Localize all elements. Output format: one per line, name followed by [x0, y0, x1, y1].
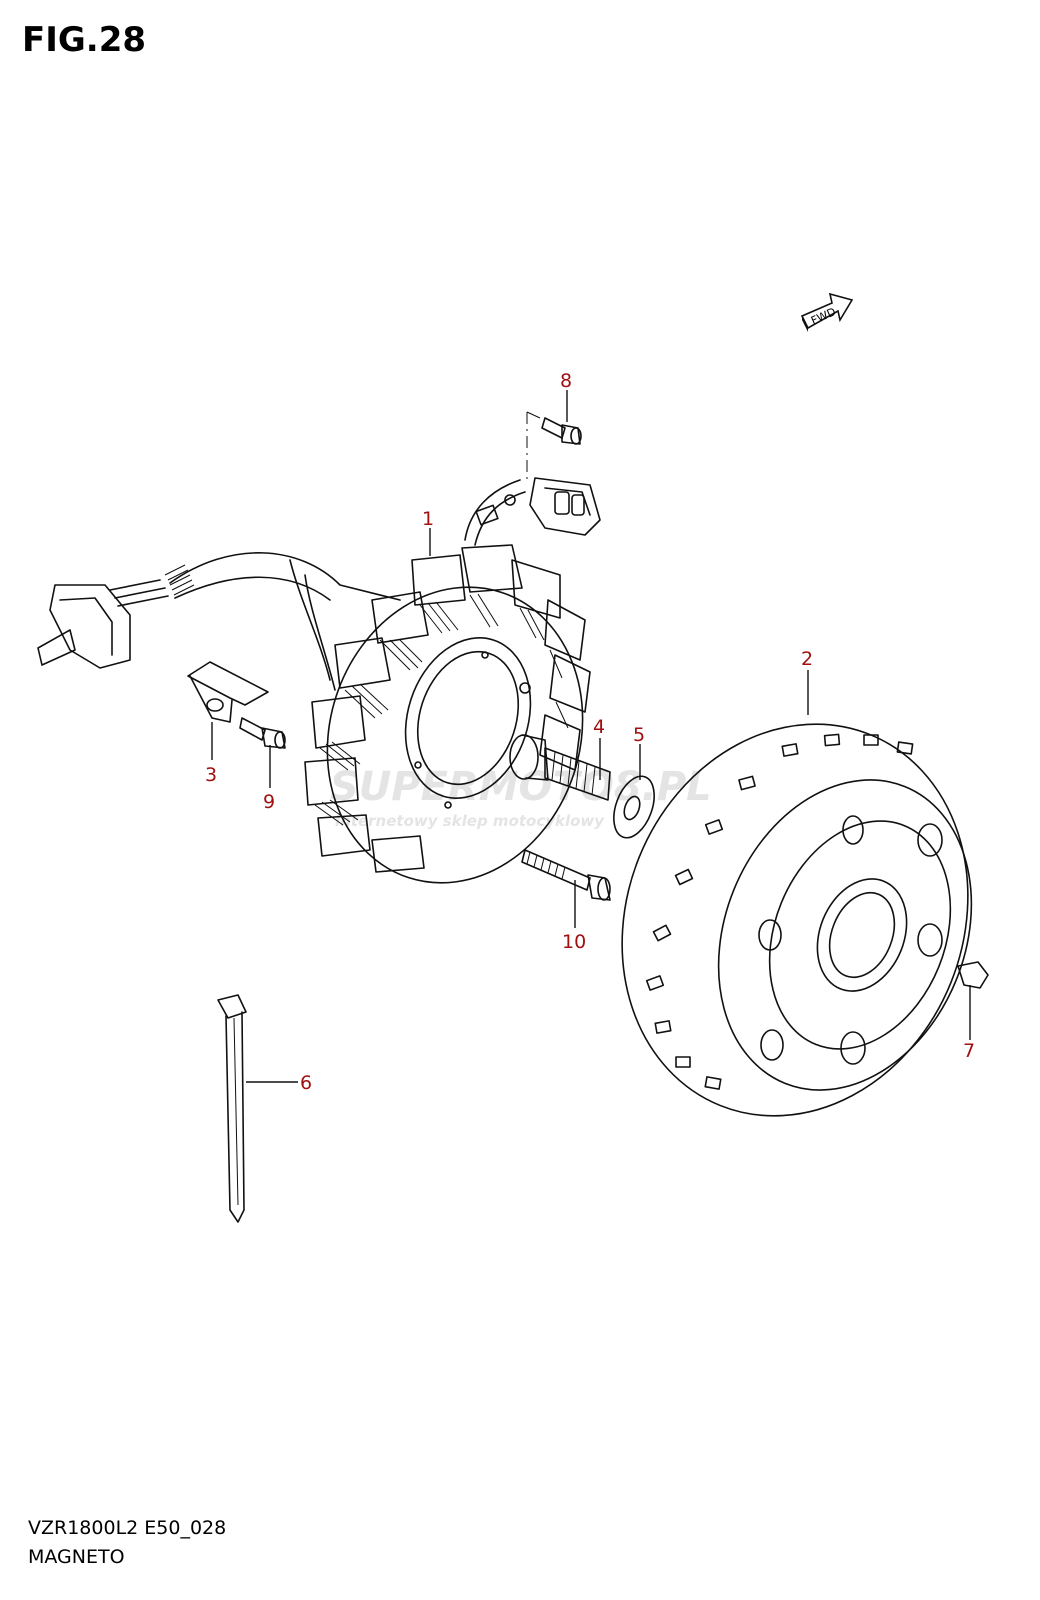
fwd-arrow-icon: FWD	[800, 292, 854, 332]
stator-harness	[37, 477, 601, 691]
bolt-4	[509, 734, 611, 801]
screw-9	[239, 717, 286, 749]
leader-lines	[211, 390, 971, 1083]
figure-title: FIG.28	[22, 20, 147, 60]
model-code: VZR1800L2 E50_028	[28, 1517, 227, 1539]
key-7	[957, 961, 989, 989]
callout-8: 8	[560, 370, 572, 392]
callout-9: 9	[263, 791, 275, 813]
rotor	[621, 723, 973, 1117]
callout-2: 2	[801, 648, 813, 670]
callout-10: 10	[562, 931, 586, 953]
callout-3: 3	[205, 764, 217, 786]
callout-1: 1	[422, 508, 434, 530]
callout-6: 6	[300, 1072, 312, 1094]
stator-assembly	[304, 544, 591, 884]
watermark-tagline: internetowy sklep motocyklowy	[335, 812, 605, 830]
fwd-label: FWD	[809, 305, 838, 327]
callout-4: 4	[593, 716, 605, 738]
callout-7: 7	[963, 1040, 975, 1062]
wire-clamp	[187, 661, 269, 723]
watermark-main: SUPERMOTO8.PL	[330, 764, 712, 810]
bolt-10	[521, 849, 611, 901]
washer-5	[613, 775, 655, 839]
cable-tie-6	[217, 994, 247, 1223]
diagram-subtitle: MAGNETO	[28, 1546, 125, 1568]
screw-8	[541, 417, 582, 445]
callout-5: 5	[633, 724, 645, 746]
